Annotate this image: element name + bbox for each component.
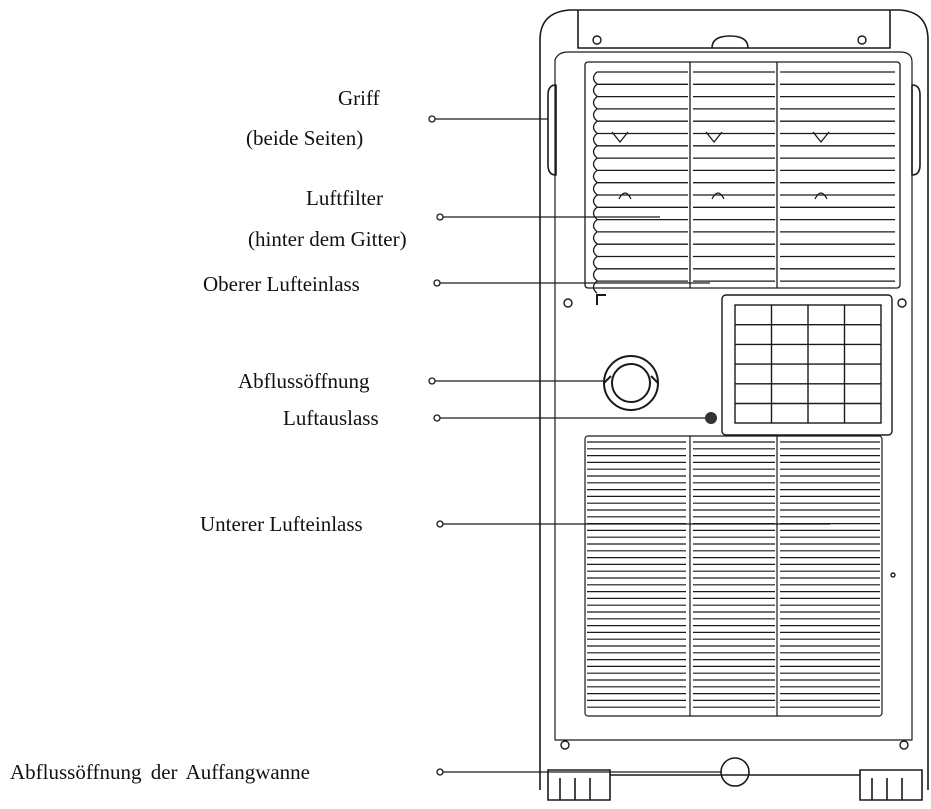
label-griff-detail: (beide Seiten): [246, 126, 364, 150]
screw-top-left: [592, 35, 602, 45]
filter-tab: [711, 192, 725, 200]
screw-top-right: [857, 35, 867, 45]
upper-slat-curve: [592, 280, 598, 294]
upper-slat-curve: [592, 71, 598, 85]
filter-tab: [618, 192, 632, 200]
upper-slat-curve: [592, 120, 598, 134]
label-abflussoeffnung: Abflussöffnung: [238, 369, 370, 393]
upper-grille-frame: [584, 61, 901, 289]
outlet-screw: [705, 412, 717, 424]
lower-grille-frame: [584, 435, 883, 717]
screw-mid-left: [563, 298, 573, 308]
upper-slat-curve: [592, 194, 598, 208]
unit-body-outline: [539, 9, 929, 790]
upper-slat-curve: [592, 243, 598, 257]
filter-clip: [611, 131, 629, 144]
upper-slat-curve: [592, 145, 598, 159]
leader-lines: [432, 118, 830, 773]
upper-slat-curve: [592, 256, 598, 269]
handle-left: [547, 84, 557, 176]
lower-inlet-grille: [584, 435, 883, 717]
screw-bottom-left: [560, 740, 570, 750]
upper-slat-curve: [592, 157, 598, 171]
screw-mid-right: [897, 298, 907, 308]
handle-right: [911, 84, 921, 176]
filter-clip: [812, 131, 830, 144]
drain-port: [603, 355, 659, 411]
drip-tray-drain: [720, 757, 750, 787]
upper-slat-curve: [592, 96, 598, 110]
panel-corner-mark: [596, 294, 606, 305]
upper-slat-curve: [592, 219, 598, 233]
unit-top-cap: [577, 10, 891, 49]
label-luftfilter-detail: (hinter dem Gitter): [248, 227, 407, 251]
screw-bottom-right: [899, 740, 909, 750]
upper-slat-curve: [592, 206, 598, 220]
label-abflussoeffnung-auffangwanne: Abflussöffnung der Auffangwanne: [10, 760, 311, 784]
screw-small-right: [890, 572, 896, 578]
upper-slat-curve: [592, 182, 598, 196]
filter-clip: [705, 131, 723, 144]
label-oberer-lufteinlass: Oberer Lufteinlass: [203, 272, 360, 296]
upper-slat-curve: [592, 83, 598, 97]
label-luftauslass: Luftauslass: [283, 406, 379, 430]
inner-panel: [554, 51, 913, 741]
air-outlet-grid: [721, 294, 893, 436]
label-unterer-lufteinlass: Unterer Lufteinlass: [200, 512, 363, 536]
label-griff: Griff: [338, 86, 380, 110]
upper-slat-curve: [592, 133, 598, 146]
upper-slat-curve: [592, 268, 598, 282]
outlet-frame: [721, 294, 893, 436]
filter-tab: [814, 192, 828, 200]
upper-slat-curve: [592, 108, 598, 122]
label-luftfilter: Luftfilter: [306, 186, 383, 210]
unit-base: [547, 757, 923, 801]
leader-dots: [428, 115, 444, 776]
upper-slat-curve: [592, 231, 598, 245]
upper-slat-curve: [592, 169, 598, 183]
top-hook: [711, 35, 749, 49]
upper-filter-grille: [584, 61, 901, 294]
